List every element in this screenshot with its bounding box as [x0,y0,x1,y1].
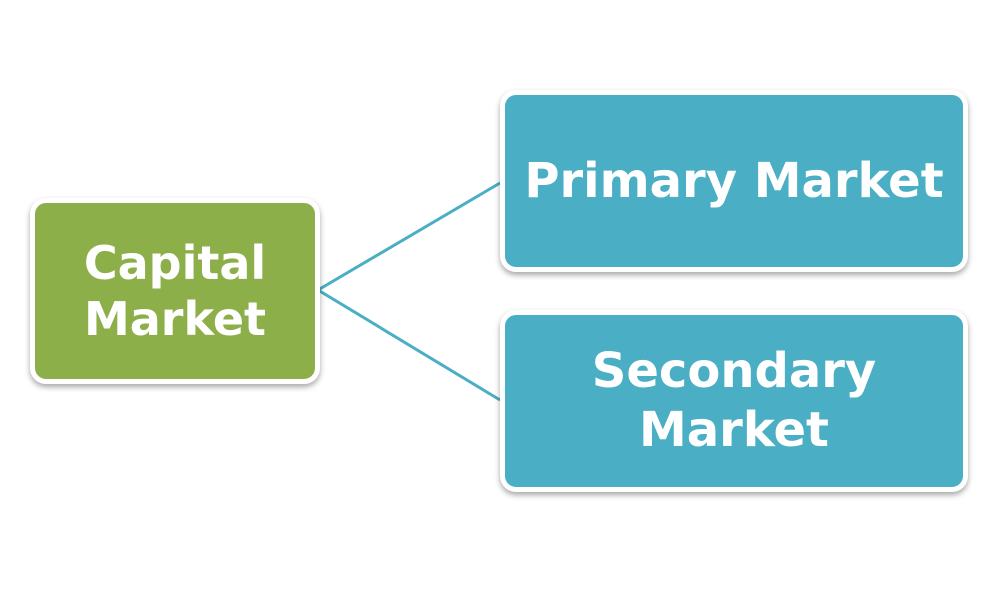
connector-to-secondary-market [317,288,501,402]
capital-market-label: Capital Market [83,235,267,346]
capital-market-node: Capital Market [30,198,320,384]
secondary-market-label: Secondary Market [591,343,877,458]
secondary-market-node: Secondary Market [500,310,968,492]
primary-market-node: Primary Market [500,90,968,272]
connector-to-primary-market [317,181,501,292]
primary-market-label: Primary Market [524,152,944,209]
